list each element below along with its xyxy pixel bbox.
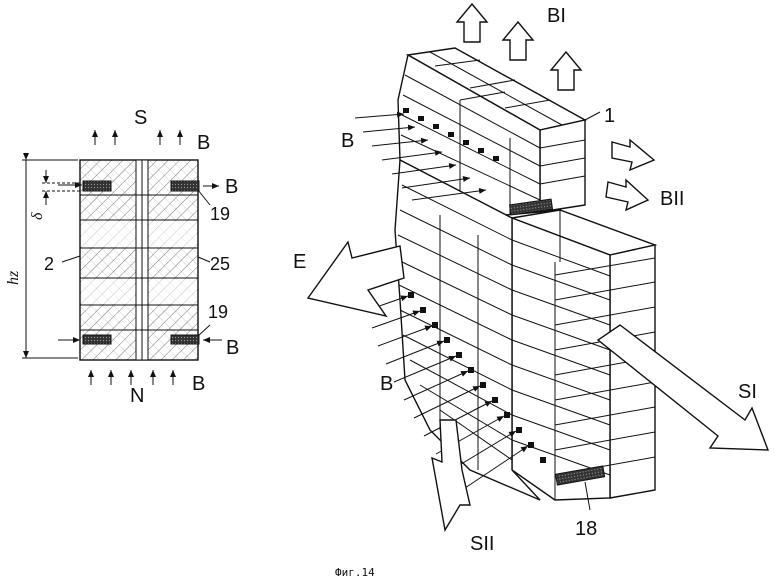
bii-label: BII	[660, 188, 684, 210]
lower-19-label: 19	[208, 302, 228, 322]
upper-coil-dashes	[403, 108, 499, 161]
upper-block-layers	[400, 74, 586, 215]
upper-19-label: 19	[210, 204, 230, 224]
lower-winding	[554, 465, 606, 486]
lower-right-b-label: B	[226, 337, 239, 359]
top-field-arrows	[92, 130, 183, 145]
lower-left-coil	[82, 334, 112, 345]
bii-hollow-arrows	[605, 138, 656, 212]
e-label: E	[293, 251, 306, 273]
upper-left-coil	[82, 180, 112, 192]
label-25: 25	[210, 254, 230, 274]
south-pole-label: S	[134, 107, 147, 129]
gap-label: δ	[29, 212, 46, 220]
si-hollow-arrow	[596, 324, 770, 451]
height-label: hz	[5, 270, 22, 285]
label-18: 18	[575, 518, 597, 540]
lower-b-arrows	[367, 295, 529, 491]
upper-right-b-label: B	[225, 176, 238, 198]
height-dimension	[22, 153, 78, 359]
lower-right-coil	[170, 334, 200, 345]
lower-coil-dashes	[408, 292, 546, 463]
lower-b-label: B	[380, 373, 393, 395]
upper-b-label: B	[341, 130, 354, 152]
sii-label: SII	[470, 533, 494, 555]
figure-caption: Фиг.14	[335, 566, 375, 579]
label-1: 1	[604, 105, 615, 127]
bi-label: BI	[547, 5, 566, 27]
bottom-field-arrows	[88, 370, 176, 385]
lower-block-layers	[397, 184, 656, 500]
left-cross-section: hz δ	[5, 107, 239, 407]
upper-right-coil	[170, 180, 200, 192]
gap-dimension	[42, 170, 82, 205]
bi-hollow-arrows	[455, 2, 583, 91]
right-isometric-view: BI 1 B BII E B SI SII 18	[293, 2, 770, 555]
bottom-b-label: B	[192, 373, 205, 395]
si-label: SI	[738, 381, 757, 403]
sii-hollow-arrow	[431, 419, 471, 532]
top-b-label: B	[197, 132, 210, 154]
upper-b-arrows	[354, 111, 487, 201]
upper-winding	[508, 198, 554, 216]
north-pole-label: N	[130, 385, 144, 407]
label-2: 2	[44, 254, 54, 274]
e-hollow-arrow	[306, 240, 405, 318]
